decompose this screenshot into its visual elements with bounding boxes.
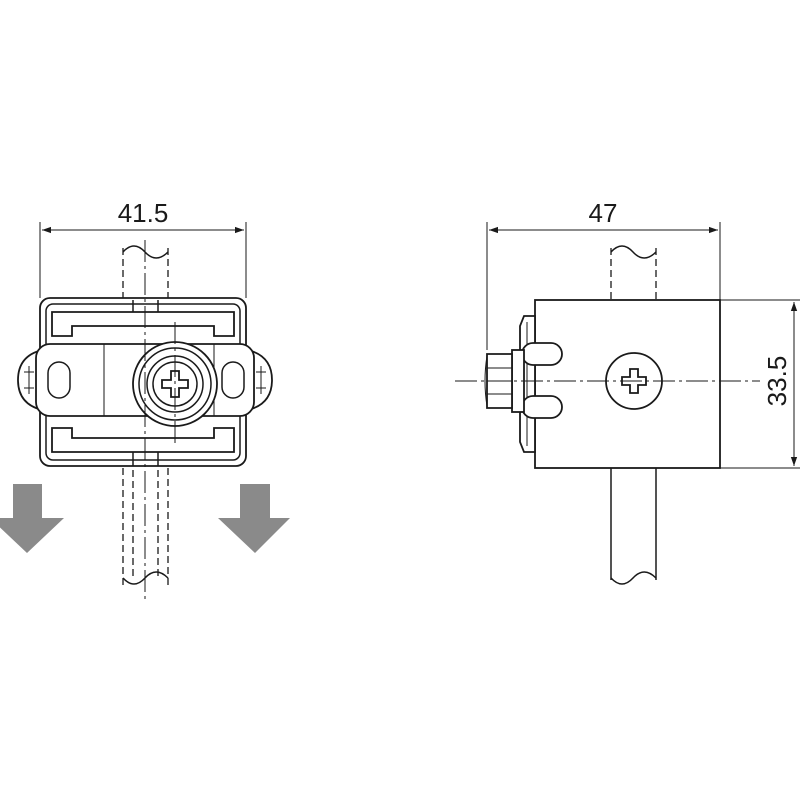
right-view: 47 33.5 — [455, 198, 800, 585]
right-slot — [221, 361, 245, 399]
right-height-label: 33.5 — [762, 356, 792, 407]
bottom-jaw — [51, 427, 235, 453]
left-slot — [47, 361, 71, 399]
down-arrow-icon — [0, 484, 64, 553]
right-rod — [610, 245, 657, 585]
right-width-label: 47 — [589, 198, 618, 228]
lower-bolt-ear — [521, 395, 563, 419]
upper-bolt-ear — [521, 342, 563, 366]
right-height-dimension: 33.5 — [720, 299, 800, 469]
down-arrow-icon — [218, 484, 290, 553]
top-jaw — [51, 311, 235, 337]
left-width-dimension: 41.5 — [39, 198, 247, 298]
left-view: 41.5 — [0, 198, 290, 600]
left-width-label: 41.5 — [118, 198, 169, 228]
right-width-dimension: 47 — [486, 198, 721, 350]
